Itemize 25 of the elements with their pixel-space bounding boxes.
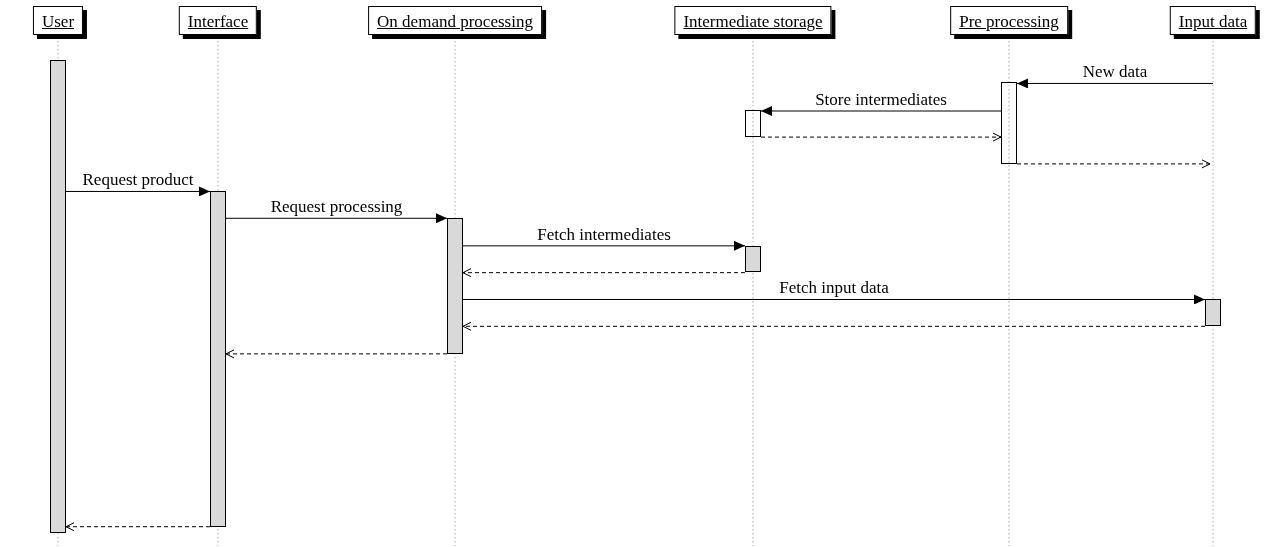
message-arrow xyxy=(462,294,1206,305)
return-arrow xyxy=(760,132,1002,142)
message-label: Store intermediates xyxy=(815,91,947,109)
message-arrow xyxy=(760,106,1002,116)
activation-bar xyxy=(210,191,226,527)
message-arrow xyxy=(225,213,448,224)
activation-bar xyxy=(1001,81,1017,164)
message-label: New data xyxy=(1082,63,1148,82)
activation-bar xyxy=(447,218,463,354)
return-arrow xyxy=(1016,159,1211,169)
return-arrow xyxy=(462,321,1206,331)
message-arrow xyxy=(1016,78,1214,89)
return-arrow xyxy=(65,522,211,532)
message-label: Fetch intermediates xyxy=(537,225,671,244)
message-arrow xyxy=(462,240,746,251)
activation-bar xyxy=(745,245,761,272)
message-label: Request processing xyxy=(270,198,403,217)
activation-bar xyxy=(1205,299,1221,327)
message-label: Fetch input data xyxy=(779,279,889,298)
message-label: Request product xyxy=(82,171,194,190)
message-arrow xyxy=(65,186,211,197)
return-arrow xyxy=(225,349,448,359)
activation-bar xyxy=(745,110,761,138)
activation-bar xyxy=(50,59,66,534)
return-arrow xyxy=(462,268,746,278)
